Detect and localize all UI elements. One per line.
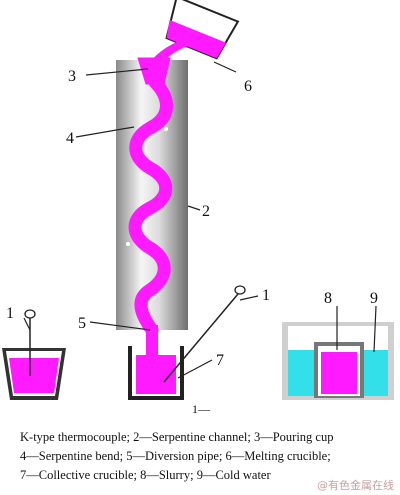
caption-line-1: K-type thermocouple; 2—Serpentine channe… bbox=[20, 430, 334, 444]
label-5: 5 bbox=[78, 315, 86, 332]
figure-number: 1— bbox=[192, 402, 210, 416]
thermocouple-left bbox=[24, 309, 36, 376]
diversion-pipe bbox=[146, 325, 158, 360]
left-crucible bbox=[2, 348, 66, 400]
thermocouple-right bbox=[163, 285, 246, 383]
serpentine-bend bbox=[128, 75, 173, 337]
label-8: 8 bbox=[324, 290, 332, 307]
label-4: 4 bbox=[66, 130, 74, 147]
caption-line-3: 7—Collective crucible; 8—Slurry; 9—Cold … bbox=[20, 468, 271, 482]
leader-lines bbox=[23, 61, 377, 379]
label-1-left: 1 bbox=[6, 305, 14, 322]
channel-dot bbox=[164, 127, 168, 131]
channel-dot bbox=[126, 242, 130, 246]
label-6: 6 bbox=[244, 78, 252, 95]
cold-water-bath bbox=[282, 322, 394, 400]
label-9: 9 bbox=[370, 290, 378, 307]
label-3: 3 bbox=[68, 68, 76, 85]
label-2: 2 bbox=[202, 203, 210, 220]
caption-line-2: 4—Serpentine bend; 5—Diversion pipe; 6—M… bbox=[20, 449, 331, 463]
label-7: 7 bbox=[216, 352, 224, 369]
label-1-right: 1 bbox=[262, 287, 270, 304]
watermark: @有色金属在线 bbox=[317, 479, 394, 492]
